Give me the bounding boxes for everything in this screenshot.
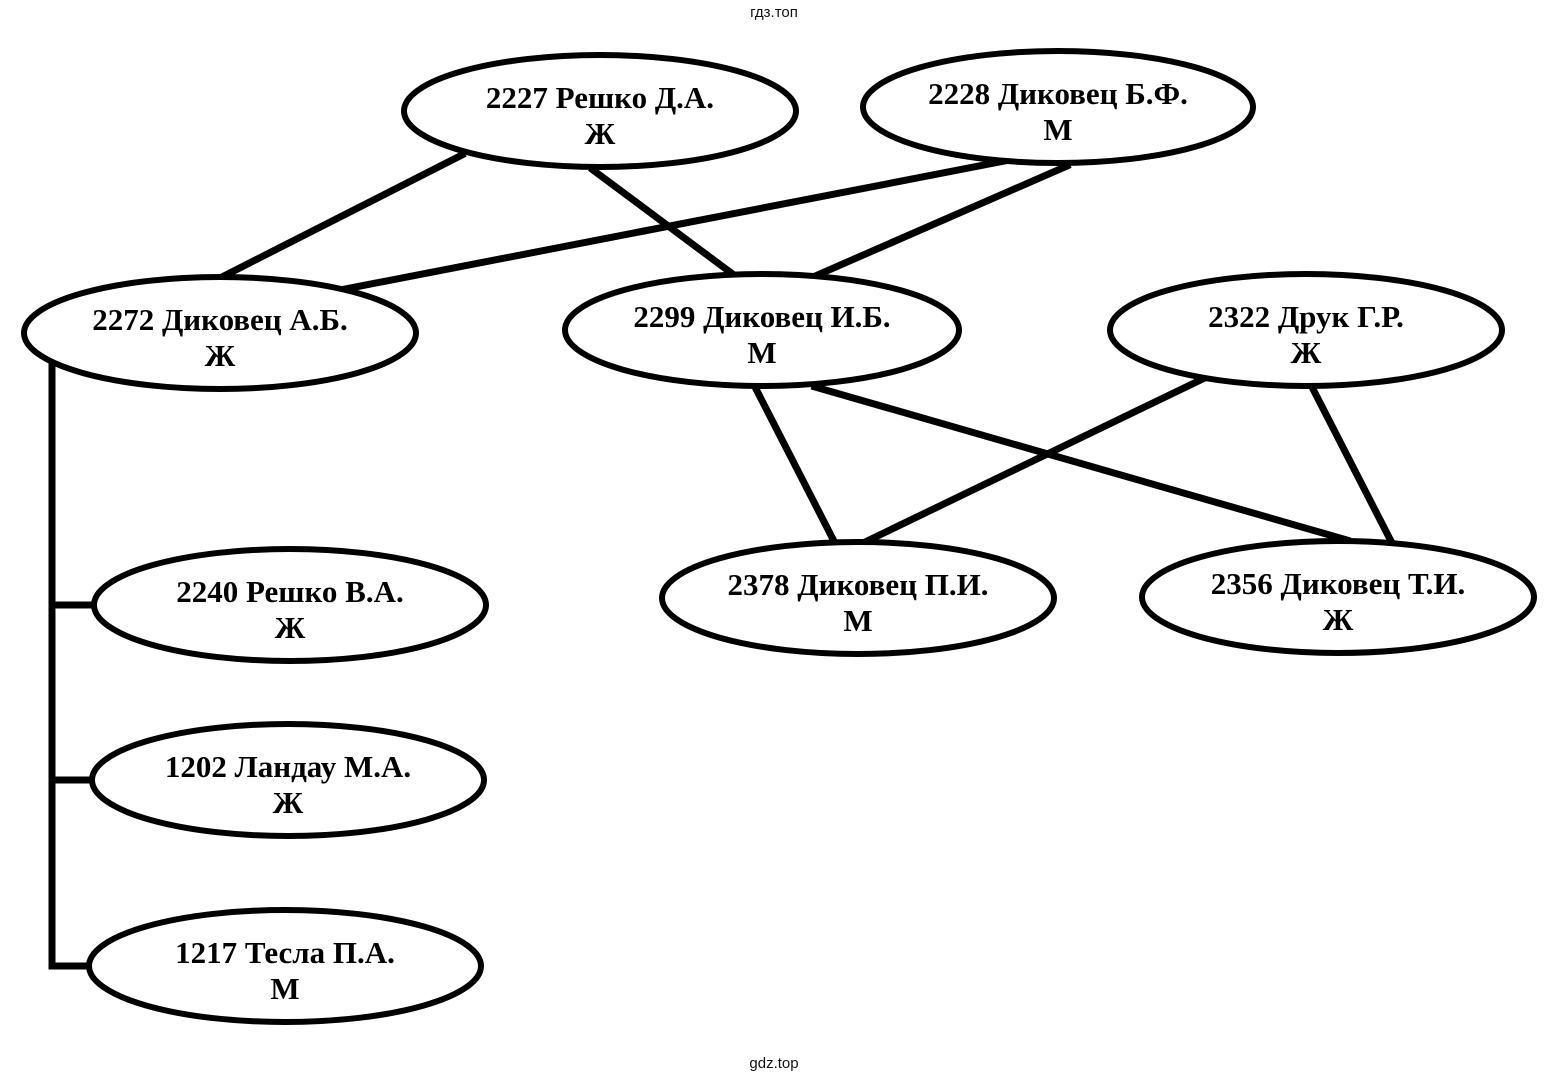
node-name-label: 2356 Диковец Т.И. (1211, 566, 1465, 601)
edge-2322-2378 (858, 368, 1220, 548)
node-ellipse (1107, 271, 1505, 389)
node-ellipse (89, 721, 487, 839)
node-gender-label: Ж (1323, 602, 1354, 637)
edge-2228-2299 (801, 161, 1072, 285)
node-name-label: 1202 Ландау М.А. (165, 749, 411, 784)
edge-2299-2378 (750, 382, 842, 552)
node-ellipse (659, 539, 1057, 657)
person-node-2299: 2299 Диковец И.Б.М (562, 271, 962, 389)
node-ellipse (86, 907, 484, 1025)
edge-2322-2356 (1308, 384, 1398, 550)
node-gender-label: Ж (273, 785, 304, 820)
watermark-top: гдз.топ (750, 4, 798, 21)
node-gender-label: М (843, 603, 872, 638)
node-gender-label: М (1043, 112, 1072, 147)
node-name-label: 2378 Диковец П.И. (728, 567, 989, 602)
edges-layer (48, 150, 1398, 970)
person-node-2228: 2228 Диковец Б.Ф.М (860, 48, 1256, 166)
person-node-1217: 1217 Тесла П.А.М (86, 907, 484, 1025)
node-gender-label: Ж (275, 610, 306, 645)
node-name-label: 2228 Диковец Б.Ф. (928, 76, 1188, 111)
node-ellipse (91, 546, 489, 664)
edge-2299-2356 (810, 382, 1352, 545)
node-gender-label: Ж (1291, 335, 1322, 370)
node-ellipse (562, 271, 962, 389)
node-name-label: 2272 Диковец А.Б. (92, 302, 348, 337)
edge-2228-2272 (335, 154, 1020, 295)
person-node-1202: 1202 Ландау М.А.Ж (89, 721, 487, 839)
person-node-2322: 2322 Друк Г.Р.Ж (1107, 271, 1505, 389)
node-gender-label: М (747, 335, 776, 370)
person-node-2240: 2240 Решко В.А.Ж (91, 546, 489, 664)
watermark-bottom: gdz.top (749, 1055, 799, 1072)
node-ellipse (860, 48, 1256, 166)
node-ellipse (401, 52, 799, 170)
node-ellipse (1139, 538, 1537, 656)
person-node-2356: 2356 Диковец Т.И.Ж (1139, 538, 1537, 656)
person-node-2272: 2272 Диковец А.Б.Ж (21, 274, 419, 392)
person-node-2378: 2378 Диковец П.И.М (659, 539, 1057, 657)
node-ellipse (21, 274, 419, 392)
node-gender-label: М (270, 971, 299, 1006)
person-node-2227: 2227 Решко Д.А.Ж (401, 52, 799, 170)
node-gender-label: Ж (585, 116, 616, 151)
node-name-label: 2299 Диковец И.Б. (633, 299, 890, 334)
node-gender-label: Ж (205, 338, 236, 373)
edge-2227-2272 (213, 150, 467, 284)
node-name-label: 2227 Решко Д.А. (486, 80, 714, 115)
node-name-label: 1217 Тесла П.А. (175, 935, 395, 970)
node-name-label: 2240 Решко В.А. (176, 574, 403, 609)
node-name-label: 2322 Друк Г.Р. (1208, 299, 1404, 334)
